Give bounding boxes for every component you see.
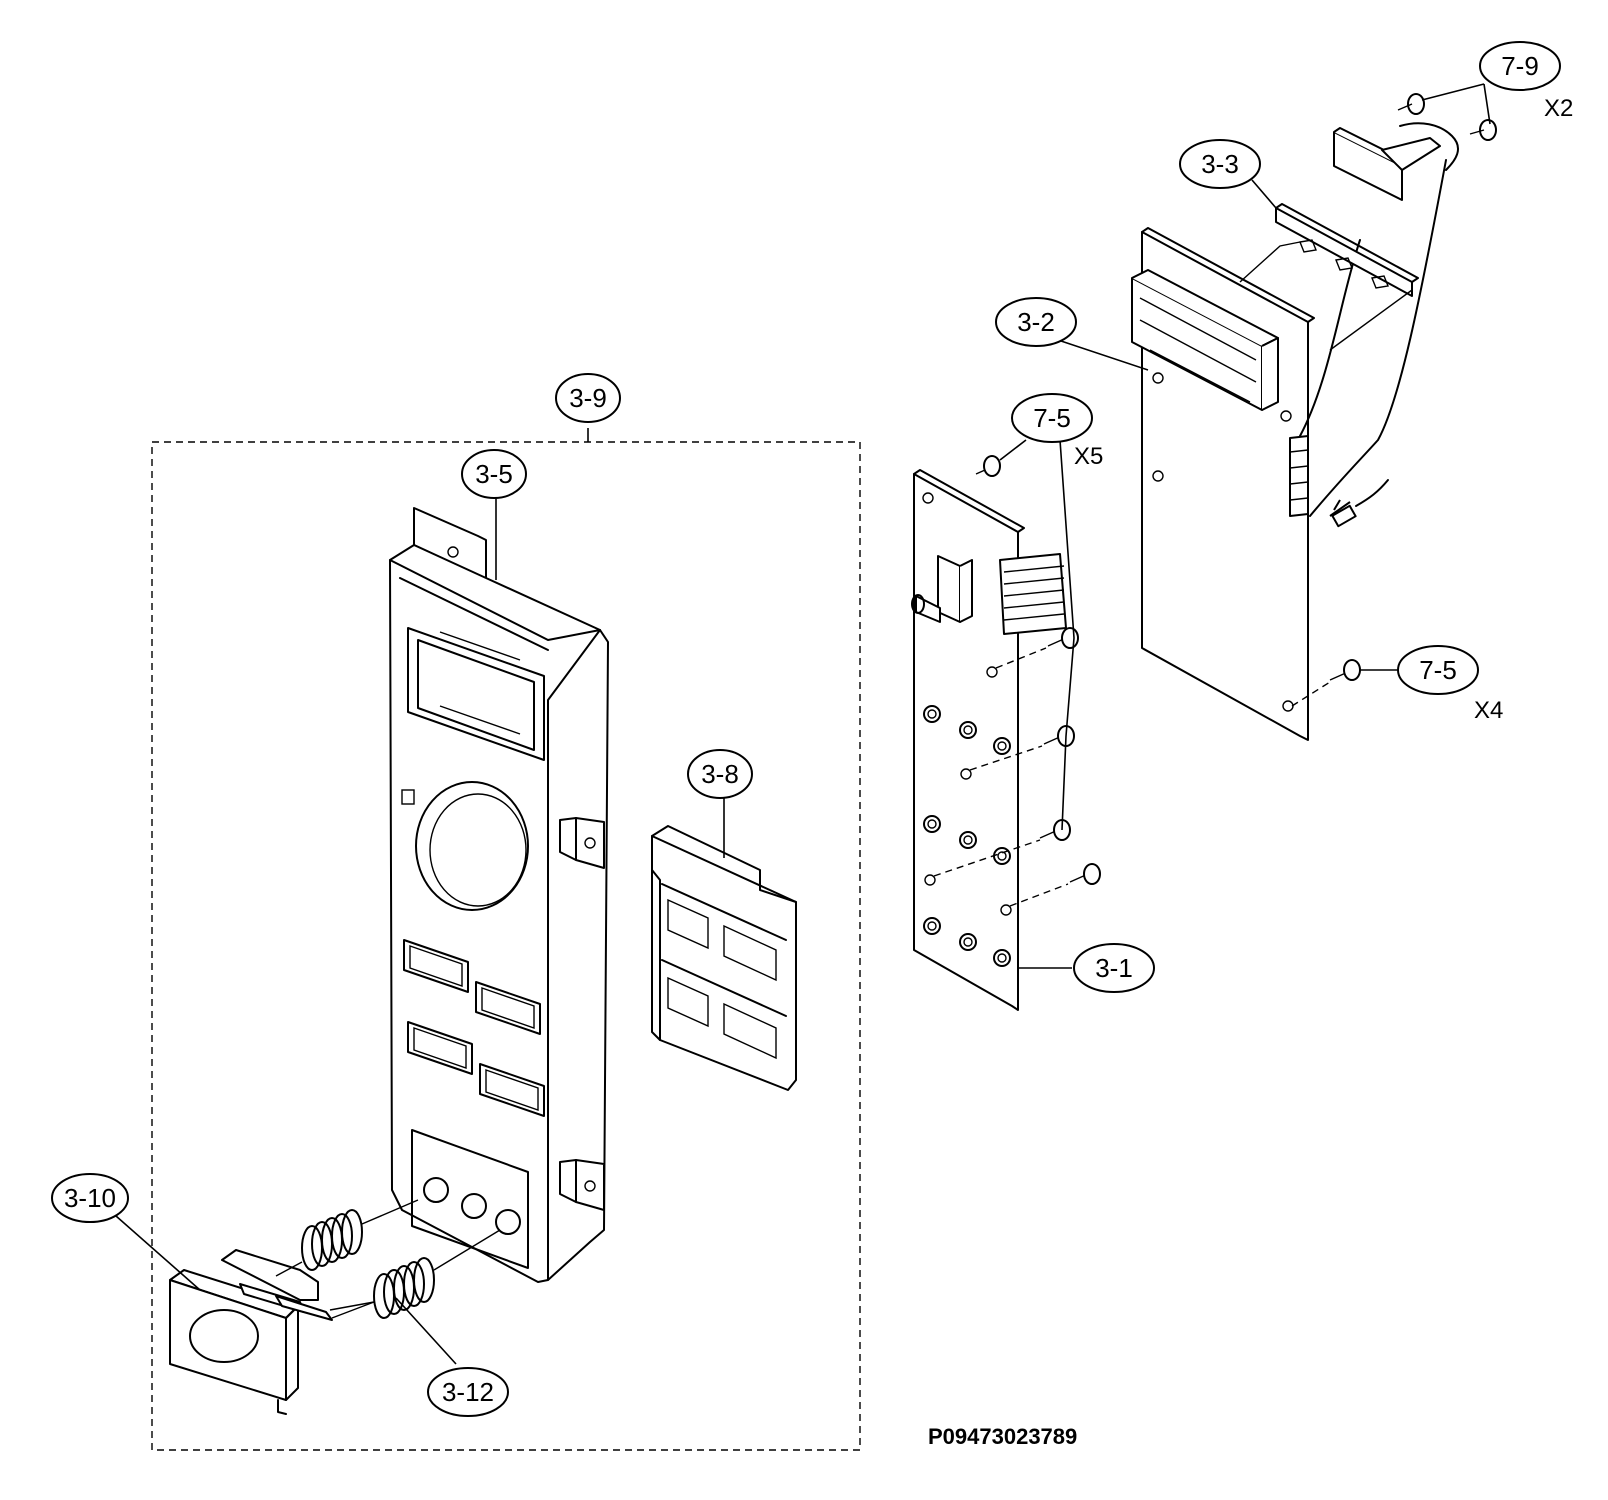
callout-3-2: 3-2 xyxy=(995,297,1077,347)
svg-text:3-12: 3-12 xyxy=(442,1377,494,1407)
quantity-x4: X4 xyxy=(1474,697,1503,724)
leader-7-9 xyxy=(1421,83,1491,125)
svg-text:7-9: 7-9 xyxy=(1501,51,1539,81)
callout-3-10: 3-10 xyxy=(51,1173,129,1223)
callout-3-9: 3-9 xyxy=(555,373,621,423)
leader-3-2 xyxy=(1057,339,1149,371)
drawing-code: P09473023789 xyxy=(928,1424,1077,1449)
callout-3-1: 3-1 xyxy=(1073,943,1155,993)
display-pcb xyxy=(1131,159,1447,741)
pcb-screws xyxy=(933,455,1101,907)
callout-7-5-x5: 7-5 xyxy=(1011,393,1093,443)
svg-text:3-10: 3-10 xyxy=(64,1183,116,1213)
button-bracket xyxy=(651,825,797,1091)
callout-7-9: 7-9 xyxy=(1479,41,1561,91)
svg-text:3-9: 3-9 xyxy=(569,383,607,413)
leader-3-12 xyxy=(329,1297,457,1365)
spring-lower xyxy=(373,1257,435,1319)
svg-text:3-3: 3-3 xyxy=(1201,149,1239,179)
leader-7-5-x5 xyxy=(999,439,1075,831)
callout-3-12: 3-12 xyxy=(427,1367,509,1417)
svg-text:7-5: 7-5 xyxy=(1033,403,1071,433)
assembly-group-box xyxy=(151,441,861,1451)
callout-3-3: 3-3 xyxy=(1179,139,1261,189)
svg-text:7-5: 7-5 xyxy=(1419,655,1457,685)
leader-3-10 xyxy=(115,1215,201,1291)
svg-text:3-5: 3-5 xyxy=(475,459,513,489)
svg-text:3-2: 3-2 xyxy=(1017,307,1055,337)
control-pcb xyxy=(911,469,1067,1011)
quantity-x5: X5 xyxy=(1074,443,1103,470)
svg-text:3-8: 3-8 xyxy=(701,759,739,789)
door-button xyxy=(169,1249,333,1415)
callout-3-5: 3-5 xyxy=(461,449,527,499)
door-switch xyxy=(1333,93,1497,201)
quantity-x2: X2 xyxy=(1544,95,1573,122)
callout-3-8: 3-8 xyxy=(687,749,753,799)
control-panel-housing xyxy=(389,507,609,1283)
callout-7-5-x4: 7-5 xyxy=(1397,645,1479,695)
spring-upper xyxy=(301,1209,363,1271)
led-board xyxy=(1239,203,1419,351)
svg-text:3-1: 3-1 xyxy=(1095,953,1133,983)
leader-3-3 xyxy=(1251,179,1277,209)
